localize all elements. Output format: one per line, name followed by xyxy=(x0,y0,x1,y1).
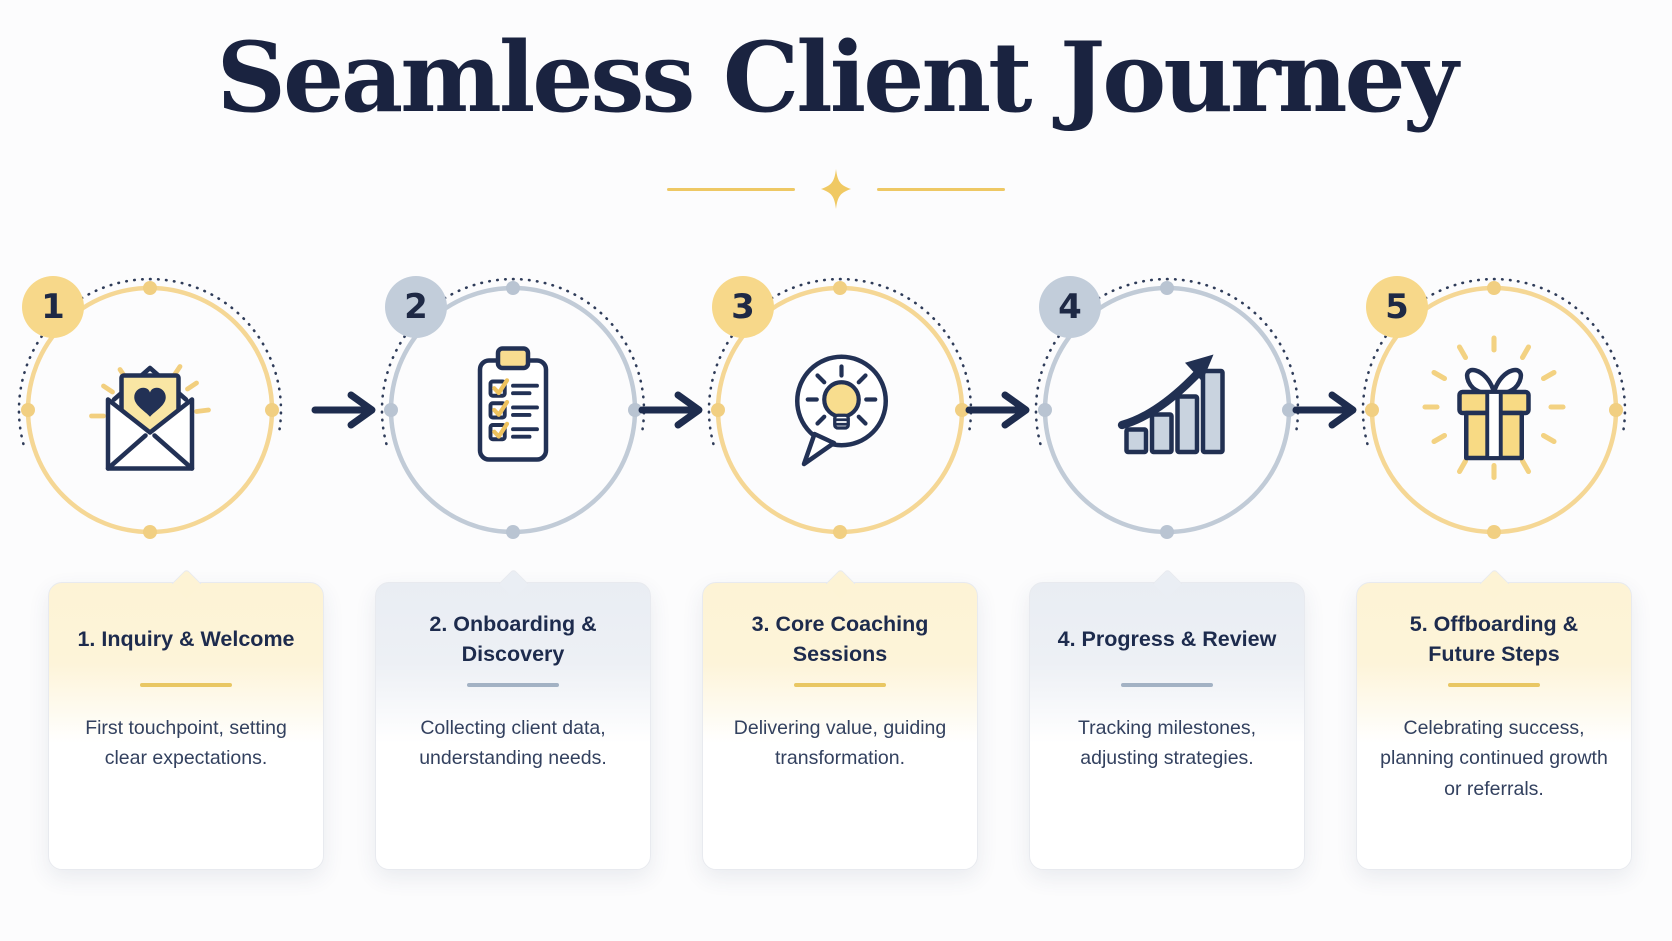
sparkle-icon xyxy=(821,169,851,209)
step-card-4: 4. Progress & Review Tracking milestones… xyxy=(1029,568,1305,870)
step-number: 4 xyxy=(1058,287,1082,327)
envelope-heart-icon xyxy=(75,332,225,482)
gift-box-icon xyxy=(1419,332,1569,482)
card-divider xyxy=(140,683,232,687)
card-title: 4. Progress & Review xyxy=(1057,626,1277,651)
card-body: Delivering value, guiding transformation… xyxy=(733,716,947,770)
card-pointer xyxy=(498,568,529,599)
step-number: 1 xyxy=(41,287,65,327)
card-body: Tracking milestones, adjusting strategie… xyxy=(1077,716,1257,770)
divider-line-left xyxy=(667,187,795,191)
title-divider xyxy=(0,168,1672,210)
card-title: 1. Inquiry & Welcome xyxy=(77,626,295,651)
card-pointer xyxy=(171,568,202,599)
step-circle-4: 4 xyxy=(1017,260,1317,560)
step-circle-2: 2 xyxy=(363,260,663,560)
step-number-badge: 1 xyxy=(22,276,84,338)
card-pointer xyxy=(825,568,856,599)
step-number-badge: 4 xyxy=(1039,276,1101,338)
growth-bar-chart-icon xyxy=(1092,332,1242,482)
step-number-badge: 2 xyxy=(385,276,447,338)
card-body: First touchpoint, setting clear expectat… xyxy=(85,716,287,770)
card-body: Collecting client data, understanding ne… xyxy=(419,716,607,770)
step-card-5: 5. Offboarding & Future Steps Celebratin… xyxy=(1356,568,1632,870)
step-card-2: 2. Onboarding & Discovery Collecting cli… xyxy=(375,568,651,870)
step-card-3: 3. Core Coaching Sessions Delivering val… xyxy=(702,568,978,870)
step-ring xyxy=(1034,277,1300,539)
divider-line-right xyxy=(877,187,1005,191)
step-circle-5: 5 xyxy=(1344,260,1644,560)
step-card-1: 1. Inquiry & Welcome First touchpoint, s… xyxy=(48,568,324,870)
card-divider xyxy=(1121,683,1213,687)
card-divider xyxy=(794,683,886,687)
step-number-badge: 3 xyxy=(712,276,774,338)
step-ring xyxy=(707,277,973,539)
flow-arrow-4 xyxy=(1289,388,1372,432)
flow-arrow-2 xyxy=(635,388,718,432)
step-circle-1: 1 xyxy=(0,260,300,560)
flow-arrow-3 xyxy=(962,388,1045,432)
flow-arrow-1 xyxy=(308,388,391,432)
card-pointer xyxy=(1152,568,1183,599)
step-number-badge: 5 xyxy=(1366,276,1428,338)
step-number: 2 xyxy=(404,287,428,327)
card-body: Celebrating success, planning continued … xyxy=(1380,716,1608,800)
page-title: Seamless Client Journey xyxy=(216,21,1459,134)
card-divider xyxy=(467,683,559,687)
step-ring xyxy=(17,277,283,539)
card-pointer xyxy=(1479,568,1510,599)
lightbulb-speech-bubble-icon xyxy=(765,332,915,482)
step-number: 5 xyxy=(1385,287,1409,327)
card-title: 5. Offboarding & Future Steps xyxy=(1409,611,1579,666)
step-ring xyxy=(380,277,646,539)
step-number: 3 xyxy=(731,287,755,327)
clipboard-checklist-icon xyxy=(438,332,588,482)
card-divider xyxy=(1448,683,1540,687)
step-ring xyxy=(1361,277,1627,539)
card-title: 2. Onboarding & Discovery xyxy=(429,611,597,666)
step-circle-3: 3 xyxy=(690,260,990,560)
card-title: 3. Core Coaching Sessions xyxy=(751,611,929,666)
